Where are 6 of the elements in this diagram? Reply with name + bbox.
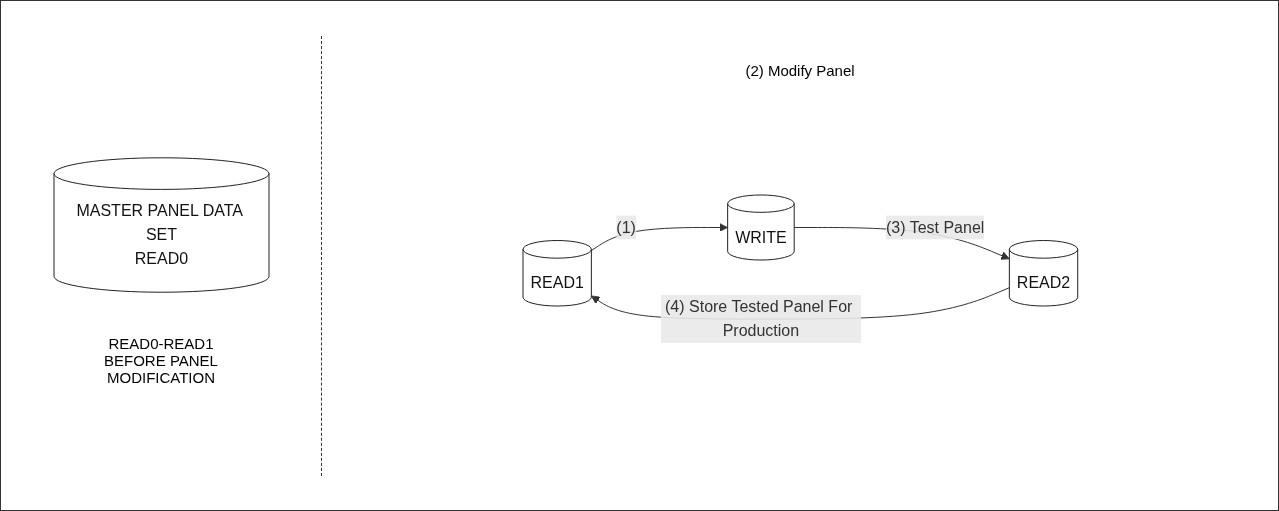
node-caption: READ0-READ1 BEFORE PANEL MODIFICATION — [103, 335, 219, 386]
edge-label: (1) — [616, 218, 636, 236]
step-note: (2) Modify Panel — [745, 62, 855, 79]
edge-label: (4) Store Tested Panel For Production — [664, 298, 853, 340]
arrow — [590, 223, 728, 252]
edge-label: (3) Test Panel — [885, 218, 984, 236]
